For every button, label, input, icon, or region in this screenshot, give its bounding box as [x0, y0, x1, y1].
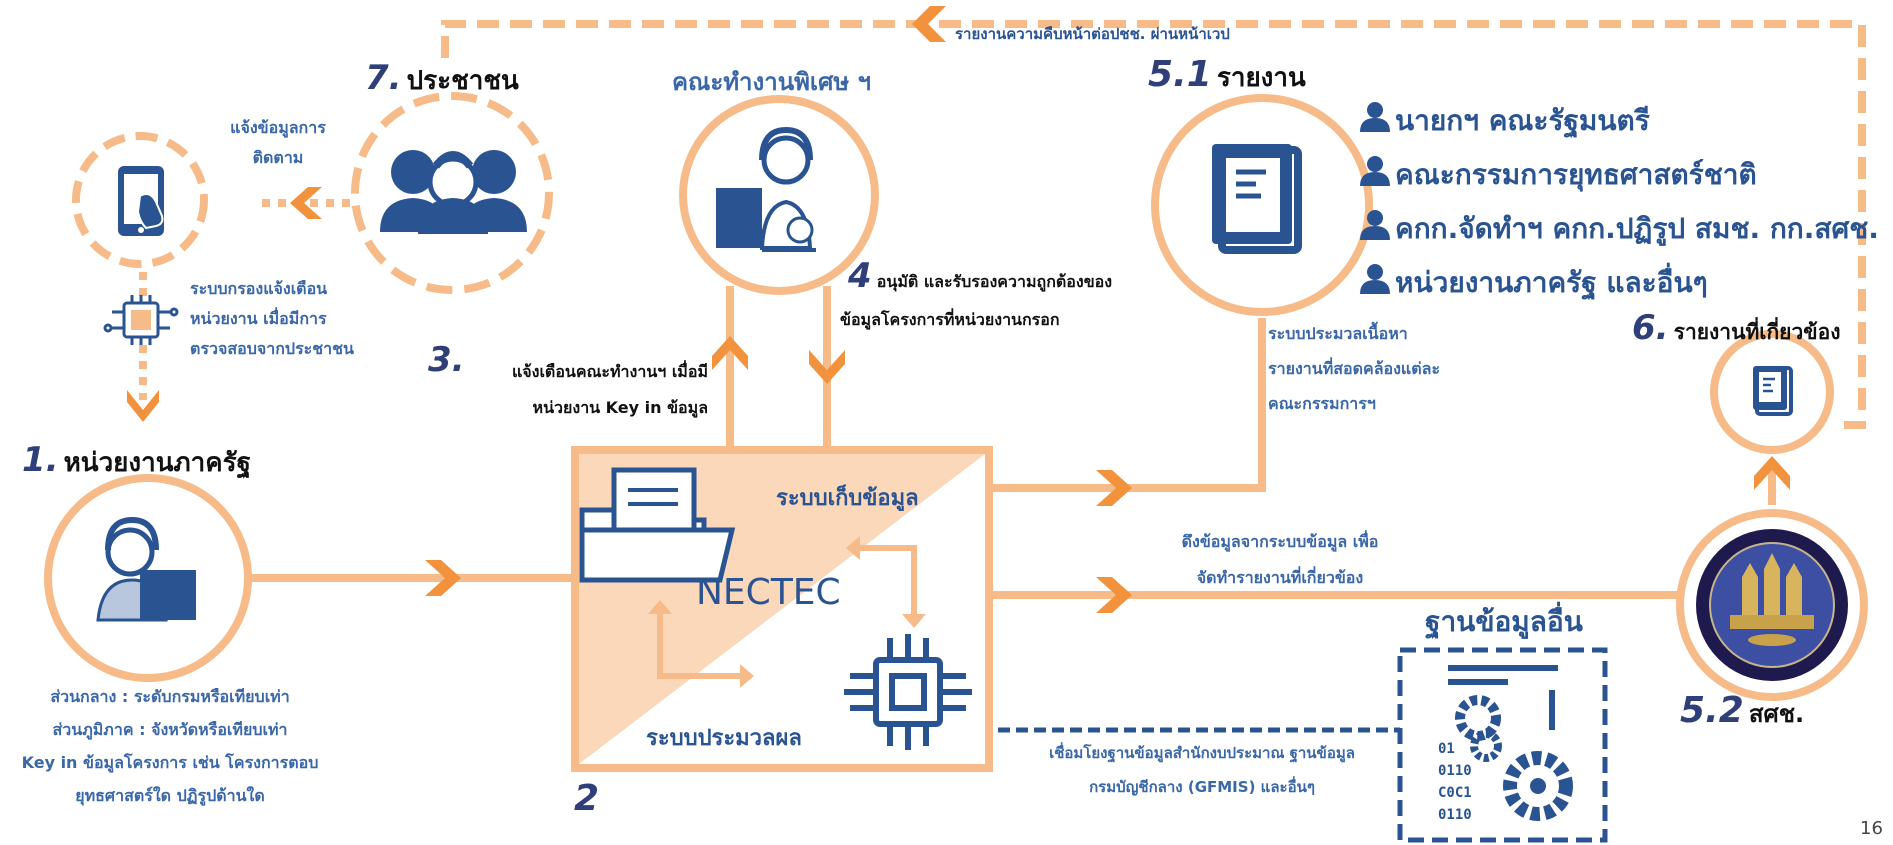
- down-arrow-4: [809, 350, 845, 384]
- otherdb-label: ฐานข้อมูลอื่น: [1425, 605, 1583, 638]
- processing-label: ระบบประมวลผล: [646, 726, 802, 751]
- otherdb-desc-line: กรมบัญชีกลาง (GFMIS) และอื่นๆ: [1089, 778, 1315, 796]
- people-label: ประชาชน: [406, 66, 519, 96]
- committee-officer-icon: [716, 126, 816, 252]
- nesdb-arrow: [1096, 577, 1132, 613]
- filter-label-line: ตรวจสอบจากประชาชน: [190, 339, 354, 358]
- pull-label-line: จัดทำรายงานที่เกี่ยวข้อง: [1196, 568, 1364, 587]
- filter-chip-icon: [103, 295, 179, 345]
- related-heading: 6. รายงานที่เกี่ยวข้อง: [1632, 308, 1841, 349]
- page-number: 16: [1860, 818, 1883, 839]
- gov-desc-line: ยุทธศาสตร์ใด ปฏิรูปด้านใด: [75, 786, 265, 805]
- center-number: 2: [574, 778, 600, 819]
- gears-data-icon: [1448, 665, 1573, 821]
- tablet-icon: [118, 166, 164, 236]
- up-arrow-3: [712, 336, 748, 370]
- people-heading: 7. ประชาชน: [365, 58, 519, 101]
- related-book-icon: [1753, 366, 1793, 416]
- step4-line1: อนุมัติ และรับรองความถูกต้องของ: [876, 272, 1113, 291]
- filter-label-line: ระบบกรองแจ้งเตือน: [190, 279, 328, 298]
- nesdb-label: สศช.: [1748, 700, 1805, 728]
- nesdb-number: 5.2: [1680, 690, 1744, 731]
- person-icon: [1360, 156, 1390, 186]
- feedback-arrow: [912, 6, 946, 42]
- people-number: 7.: [365, 58, 402, 98]
- recipient-item: คณะกรรมการยุทธศาสตร์ชาติ: [1395, 158, 1757, 191]
- otherdb-description: เชื่อมโยงฐานข้อมูลสำนักงบประมาณ ฐานข้อมู…: [1004, 736, 1400, 804]
- filter-arrow: [127, 390, 159, 422]
- tracking-arrow: [290, 187, 322, 219]
- report-description: ระบบประมวลเนื้อหา รายงานที่สอดคล้องแต่ละ…: [1268, 316, 1440, 421]
- gov-desc-line: ส่วนกลาง : ระดับกรมหรือเทียบเท่า: [50, 687, 290, 706]
- pull-label-line: ดึงข้อมูลจากระบบข้อมูล เพื่อ: [1181, 532, 1379, 551]
- report-desc-line: รายงานที่สอดคล้องแต่ละ: [1268, 359, 1441, 378]
- feedback-dashed-line: [441, 20, 1866, 429]
- otherdb-desc-line: เชื่อมโยงฐานข้อมูลสำนักงบประมาณ ฐานข้อมู…: [1049, 744, 1355, 762]
- gov-desc-line: Key in ข้อมูลโครงการ เช่น โครงการตอบ: [21, 753, 319, 772]
- step4-line2: ข้อมูลโครงการที่หน่วยงานกรอก: [840, 310, 1060, 329]
- people-group-icon: [380, 150, 527, 234]
- center-to-report-line: [992, 318, 1266, 492]
- cpu-icon: [844, 634, 972, 750]
- step3-number: 3.: [428, 340, 465, 380]
- recipient-item: นายกฯ คณะรัฐมนตรี: [1395, 104, 1650, 137]
- gov-arrow: [425, 560, 461, 596]
- tracking-label-line: แจ้งข้อมูลการ: [230, 118, 326, 137]
- step4-label: 4 อนุมัติ และรับรองความถูกต้องของ: [848, 256, 1112, 296]
- related-arrow: [1754, 456, 1790, 490]
- filter-label: ระบบกรองแจ้งเตือน หน่วยงาน เมื่อมีการ ตร…: [190, 274, 354, 364]
- report-number: 5.1: [1148, 54, 1212, 95]
- person-icon: [1360, 210, 1390, 240]
- step3-label: 3.: [428, 340, 465, 380]
- person-icon: [1360, 102, 1390, 132]
- step4-number: 4: [848, 256, 872, 296]
- filter-label-line: หน่วยงาน เมื่อมีการ: [190, 309, 327, 328]
- gov-label: หน่วยงานภาครัฐ: [63, 448, 251, 478]
- storage-label: ระบบเก็บข้อมูล: [776, 486, 919, 511]
- report-label: รายงาน: [1216, 63, 1306, 93]
- gov-description: ส่วนกลาง : ระดับกรมหรือเทียบเท่า ส่วนภูม…: [0, 680, 340, 812]
- step3-text: แจ้งเตือนคณะทำงานฯ เมื่อมี หน่วยงาน Key …: [482, 354, 708, 426]
- report-heading: 5.1 รายงาน: [1148, 54, 1306, 98]
- report-arrow: [1096, 470, 1132, 506]
- pull-label: ดึงข้อมูลจากระบบข้อมูล เพื่อ จัดทำรายงาน…: [1140, 524, 1420, 596]
- book-icon: [1212, 144, 1302, 254]
- code-line: 01: [1438, 741, 1455, 757]
- related-label: รายงานที่เกี่ยวข้อง: [1673, 320, 1841, 344]
- gov-heading: 1. หน่วยงานภาครัฐ: [22, 440, 251, 483]
- nesdb-heading: 5.2 สศช.: [1680, 690, 1804, 733]
- otherdb-box: [1397, 647, 1608, 843]
- gov-desc-line: ส่วนภูมิภาค : จังหวัดหรือเทียบเท่า: [52, 720, 288, 739]
- folder-icon: [579, 467, 736, 583]
- code-line: 0110: [1438, 807, 1472, 823]
- step3-text-line: แจ้งเตือนคณะทำงานฯ เมื่อมี: [511, 362, 708, 381]
- gov-officer-icon: [96, 516, 196, 622]
- code-line: 0110: [1438, 763, 1472, 779]
- feedback-label: รายงานความคืบหน้าต่อปชช. ผ่านหน้าเวป: [955, 25, 1230, 43]
- recipient-item: หน่วยงานภาครัฐ และอื่นๆ: [1395, 266, 1708, 299]
- recipient-item: คกก.จัดทำฯ คกก.ปฏิรูป สมช. กก.สศช.: [1395, 212, 1879, 245]
- binary-code-text: 01 0110 C0C1 0110: [1438, 738, 1472, 826]
- related-number: 6.: [1632, 308, 1669, 348]
- recipient-list: นายกฯ คณะรัฐมนตรี คณะกรรมการยุทธศาสตร์ชา…: [1395, 94, 1879, 310]
- report-desc-line: คณะกรรมการฯ: [1268, 394, 1376, 413]
- report-desc-line: ระบบประมวลเนื้อหา: [1268, 324, 1408, 343]
- tracking-label-line: ติดตาม: [252, 148, 304, 167]
- step3-text-line: หน่วยงาน Key in ข้อมูล: [532, 398, 708, 417]
- nectec-title: NECTEC: [696, 572, 841, 613]
- nesdb-emblem-icon: [1696, 529, 1848, 681]
- committee-label: คณะทำงานพิเศษ ฯ: [672, 68, 872, 96]
- recipient-person-icons: [1360, 102, 1390, 294]
- gov-number: 1.: [22, 440, 59, 480]
- tracking-label: แจ้งข้อมูลการ ติดตาม: [218, 113, 338, 173]
- code-line: C0C1: [1438, 785, 1472, 801]
- person-icon: [1360, 264, 1390, 294]
